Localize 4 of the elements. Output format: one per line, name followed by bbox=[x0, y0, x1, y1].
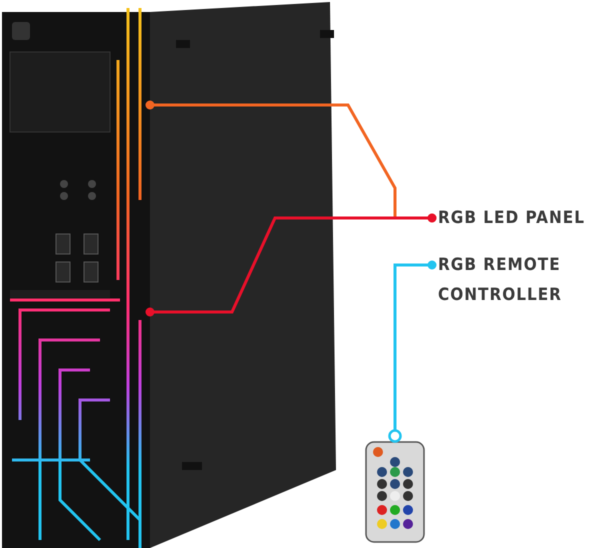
leader-line bbox=[146, 214, 436, 316]
leader-line bbox=[388, 260, 436, 443]
callout-label: RGB REMOTE CONTROLLER bbox=[438, 254, 563, 307]
callout-label: RGB LED PANEL bbox=[438, 207, 586, 230]
